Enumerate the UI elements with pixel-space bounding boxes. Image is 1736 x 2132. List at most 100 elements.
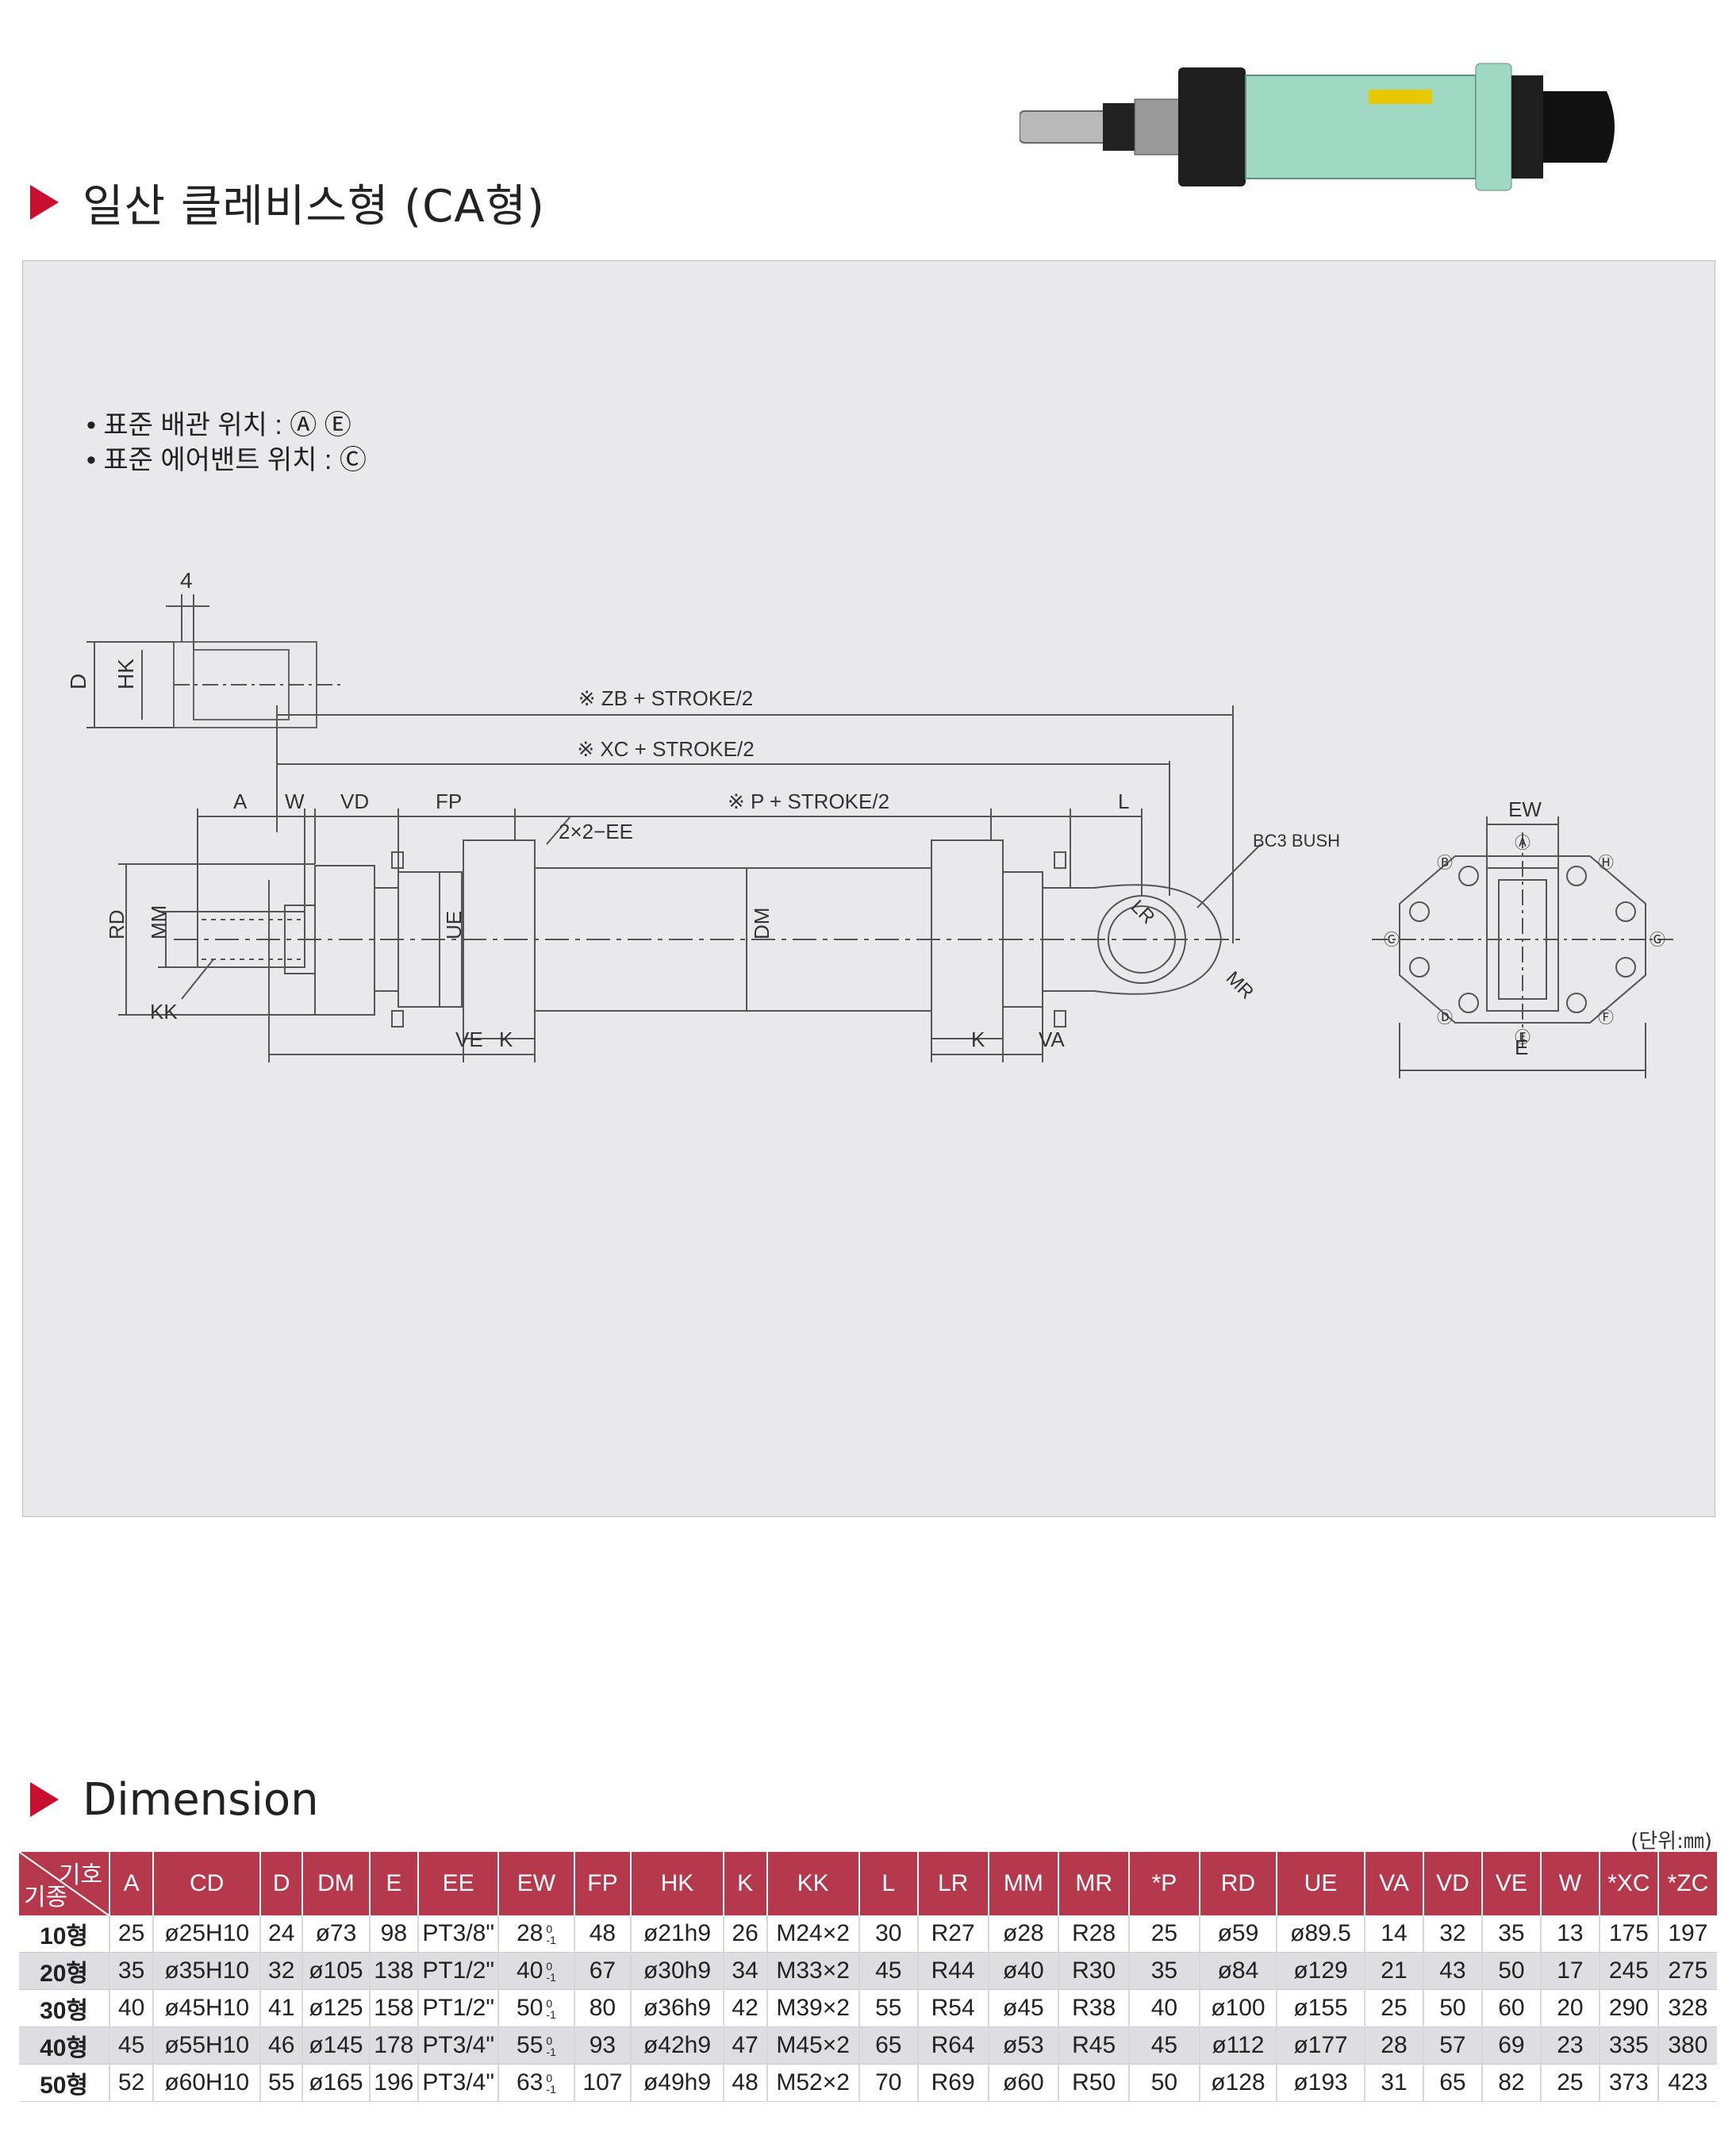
dimension-heading: Dimension [83,1773,319,1826]
cell-value: M33×2 [776,1957,850,1984]
col-header: VD [1422,1852,1482,1915]
ew-tolerance-lower: -1 [546,1971,556,1984]
port-b-label: Ⓑ [1437,854,1453,872]
cell-value: ø36h9 [643,1995,712,2021]
corner-diagonal [19,1852,109,1915]
port-f-label: Ⓕ [1598,1008,1614,1027]
table-cell: 45 [858,1952,918,1990]
ew-tolerance: 0-1 [546,1923,555,1946]
table-cell: 245 [1598,1952,1658,1990]
col-header: K [722,1852,767,1915]
cell-value: 35 [117,1957,145,1984]
table-cell: PT1/2" [417,1952,499,1990]
col-header: MM [987,1852,1059,1915]
table-header-row: 기호 기종 A CD D DM E EE EW FP HK K KK L LR … [19,1852,1717,1915]
table-cell: 40 [1128,1989,1200,2027]
dim-k-rear-label: K [971,1028,985,1051]
ew-tolerance-lower: -1 [546,2008,556,2022]
cell-value: R28 [1072,1920,1116,1946]
dim-rd-label: RD [105,909,129,939]
col-header: *XC [1598,1852,1658,1915]
cell-value: 373 [1608,2069,1649,2096]
cell-value: ø53 [1003,2032,1044,2058]
cell-value: PT3/4" [422,2032,495,2058]
cell-value: M24×2 [776,1920,850,1946]
table-cell: 175 [1598,1915,1658,1953]
cell-value: ø59 [1217,1920,1259,1946]
cell-value: 197 [1668,1920,1708,1946]
table-cell: ø40 [987,1952,1059,1990]
cell-value: 60 [1498,1995,1525,2021]
col-header: UE [1276,1852,1365,1915]
ew-tolerance-upper: 0 [546,1923,553,1936]
cell-value: 55 [517,2032,543,2058]
dim-4: 4 [180,568,193,593]
cell-value: 25 [1557,2069,1584,2096]
cell-value: ø35H10 [164,1957,250,1984]
dim-zb-label: ※ ZB + STROKE/2 [578,686,753,710]
table-cell: 50 [1422,1989,1482,2027]
row-model: 20형 [19,1952,110,1990]
cell-value: ø89.5 [1290,1920,1351,1946]
cylinder-end-view [1372,816,1673,1078]
section-title: 일산 클레비스형 (CA형) [30,171,545,234]
cell-value: PT3/4" [422,2069,495,2096]
table-cell: R30 [1058,1952,1130,1990]
dim-lr-label: LR [1127,896,1159,928]
table-cell: R38 [1058,1989,1130,2027]
table-cell: 35 [1481,1915,1541,1953]
table-cell: ø45H10 [152,1989,261,2027]
cell-value: 41 [268,1995,295,2021]
table-cell: R64 [916,2026,989,2065]
table-cell: 70 [858,2064,918,2102]
table-cell: 65 [858,2026,918,2065]
cell-value: ø60H10 [164,2069,250,2096]
table-cell: 98 [368,1915,418,1953]
table-cell: ø89.5 [1276,1915,1365,1953]
cell-value: ø193 [1293,2069,1348,2096]
cell-value: 335 [1608,2032,1649,2058]
cell-value: M52×2 [776,2069,850,2096]
dim-k-front-label: K [499,1028,513,1051]
cell-value: 32 [268,1957,295,1984]
dim-hk-label: HK [113,659,138,690]
dim-mm-label: MM [147,905,171,939]
cell-value: 25 [1150,1920,1178,1946]
cell-value: 57 [1439,2032,1466,2058]
table-cell: 35 [1128,1952,1200,1990]
table-cell: 373 [1598,2064,1658,2102]
table-cell: ø84 [1198,1952,1277,1990]
cell-value: 67 [589,1957,616,1984]
cell-value: 196 [374,2069,414,2096]
table-cell: 13 [1539,1915,1600,1953]
table-cell: 45 [1128,2026,1200,2065]
col-header: A [109,1852,154,1915]
table-cell: 25 [1128,1915,1200,1953]
cell-value: 50 [1150,2069,1178,2096]
cell-value: 35 [1150,1957,1178,1984]
port-e-label: Ⓔ [1515,1028,1531,1047]
table-corner-cell: 기호 기종 [19,1852,110,1915]
table-cell: 67 [573,1952,632,1990]
col-header: KK [766,1852,859,1915]
cell-value: 50 [1498,1957,1525,1984]
cell-value: 107 [582,2069,623,2096]
table-cell: 21 [1363,1952,1423,1990]
table-cell: 14 [1363,1915,1423,1953]
table-cell: 40 [109,1989,154,2027]
cell-value: 45 [875,1957,902,1984]
table-cell: R27 [916,1915,989,1953]
cell-value: 52 [117,2069,145,2096]
port-a-label: Ⓐ [1515,834,1531,852]
cell-value: ø165 [309,2069,363,2096]
table-cell: PT3/4" [417,2026,499,2065]
cell-value: 40 [117,1995,145,2021]
table-cell: M33×2 [766,1952,859,1990]
col-header: LR [916,1852,989,1915]
dim-kk-label: KK [150,1000,178,1024]
table-cell: 178 [368,2026,418,2065]
